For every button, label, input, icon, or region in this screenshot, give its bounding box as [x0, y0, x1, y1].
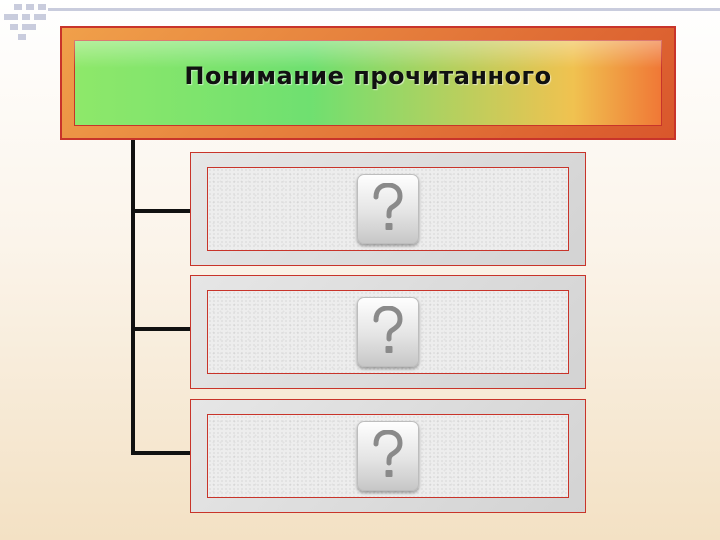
title-box: Понимание прочитанного [60, 26, 676, 140]
connector-branch-2 [131, 327, 193, 331]
top-rule [48, 8, 720, 11]
question-mark-icon[interactable] [357, 421, 419, 491]
answer-box-3 [190, 399, 586, 513]
question-mark-icon[interactable] [357, 297, 419, 367]
question-mark-icon[interactable] [357, 174, 419, 244]
answer-box-1 [190, 152, 586, 266]
corner-decoration [0, 0, 60, 45]
diagram-title: Понимание прочитанного [184, 62, 552, 90]
connector-vertical [131, 140, 135, 454]
title-panel [74, 40, 662, 126]
connector-branch-1 [131, 209, 193, 213]
answer-box-2 [190, 275, 586, 389]
connector-branch-3 [131, 451, 193, 455]
